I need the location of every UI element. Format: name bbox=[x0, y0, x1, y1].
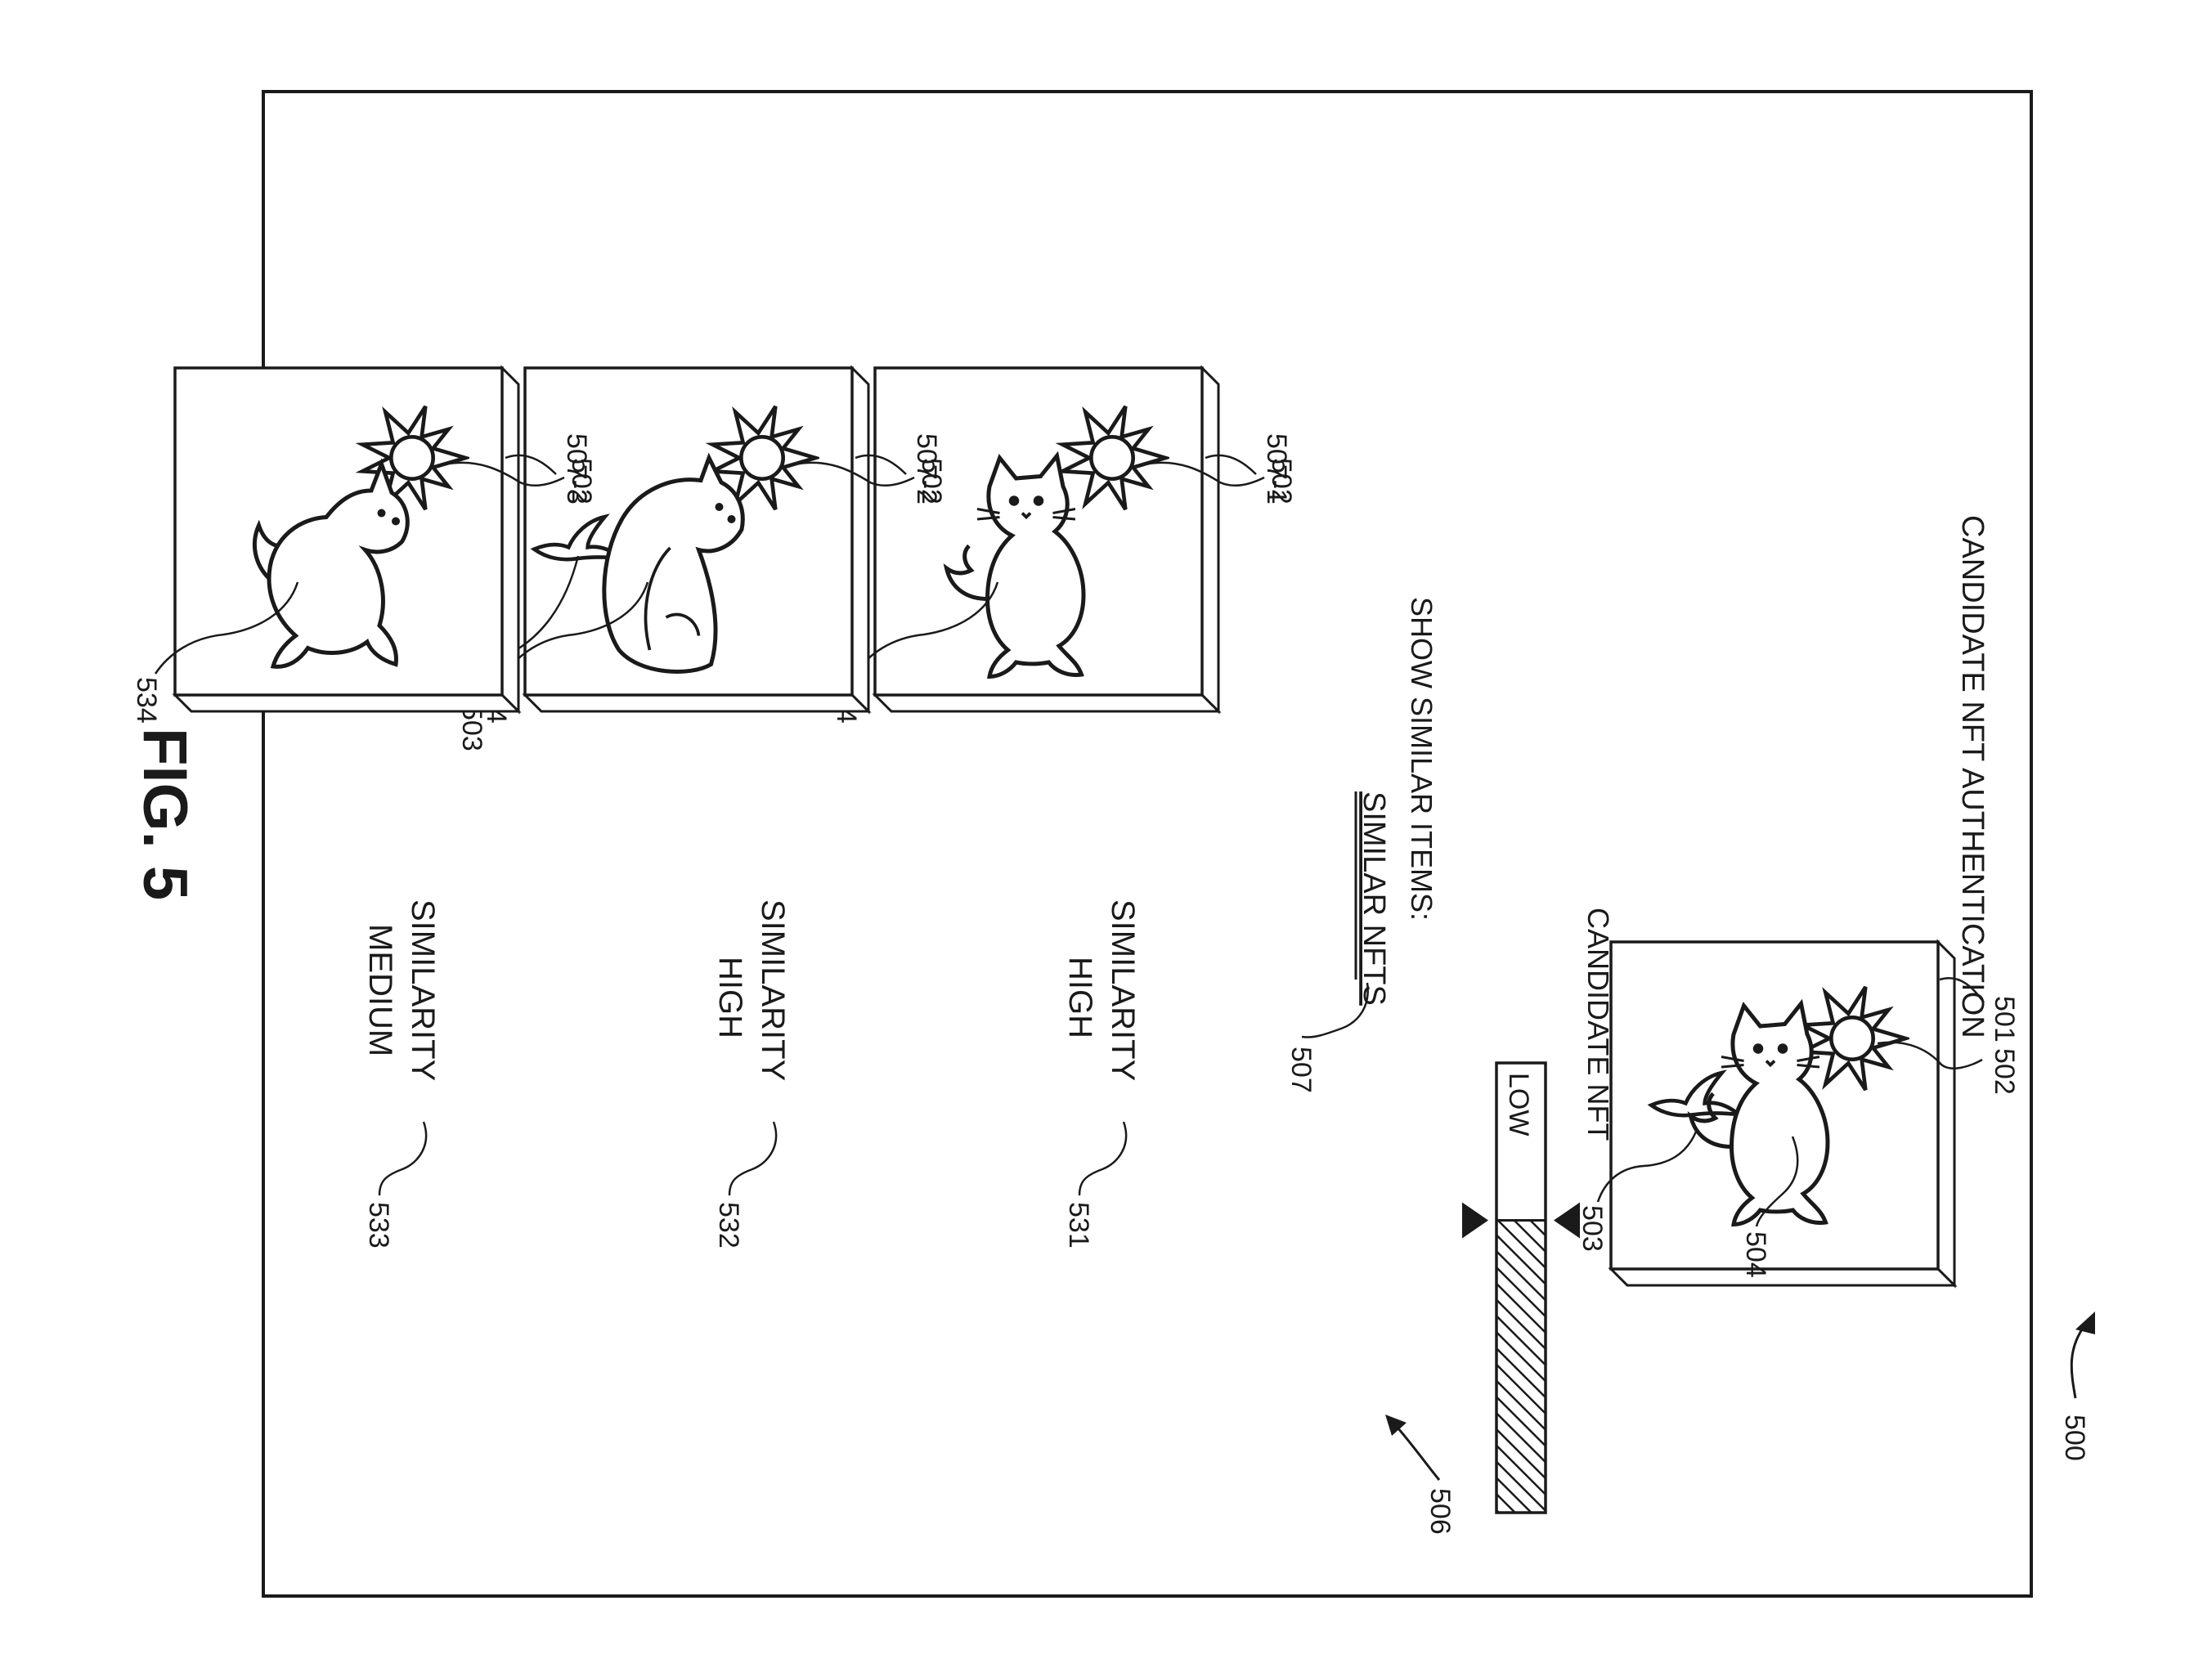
slider-handle[interactable] bbox=[1462, 1202, 1580, 1239]
similarity-ref: 533 bbox=[363, 1202, 394, 1249]
candidate-label: CANDIDATE NFT bbox=[1582, 908, 1615, 1141]
figure-caption: FIG. 5 bbox=[130, 728, 200, 900]
cat-ref: 534 bbox=[131, 677, 162, 724]
sun-ref: 502 bbox=[566, 458, 597, 504]
rotated-figure: 500 CANDIDATE NFT AUTHENTICATION CANDIDA… bbox=[131, 365, 2095, 1535]
slider-ref-arrowhead bbox=[1385, 1415, 1407, 1436]
screen-frame bbox=[262, 90, 2033, 1598]
screen-ref-arrowhead bbox=[2075, 1312, 2095, 1334]
similarity-level: HIGH bbox=[712, 957, 748, 1038]
similarity-slider[interactable]: LOW bbox=[1462, 1061, 1580, 1514]
screen-ref-arrow bbox=[2070, 1324, 2087, 1399]
card-ref: 507-2 bbox=[911, 433, 942, 504]
screen-ref-500: 500 bbox=[2059, 1415, 2090, 1461]
slider-low-label: LOW bbox=[1503, 1073, 1534, 1136]
similarity-level: HIGH bbox=[1062, 957, 1098, 1038]
similarity-label: SIMILARITY bbox=[1105, 899, 1141, 1081]
candidate-bird-ref-503: 503 bbox=[1577, 1205, 1608, 1252]
page-title: CANDIDATE NFT AUTHENTICATION bbox=[1955, 515, 1990, 1038]
similarity-ref: 531 bbox=[1063, 1202, 1094, 1249]
similar-nft-card-1[interactable] bbox=[872, 365, 1222, 715]
similar-nfts-ref-507: 507 bbox=[1285, 1047, 1317, 1093]
similarity-label: SIMILARITY bbox=[405, 899, 441, 1081]
candidate-nft-card[interactable] bbox=[1608, 939, 1958, 1289]
card-ref: 507-1 bbox=[1261, 433, 1292, 504]
similar-nfts-link[interactable]: SIMILAR NFTS bbox=[1357, 791, 1391, 1006]
slider-fill bbox=[1495, 1219, 1547, 1514]
candidate-ref-501: 501 bbox=[1989, 996, 2020, 1042]
similarity-ref: 532 bbox=[713, 1202, 744, 1249]
show-similar-prompt: SHOW SIMILAR ITEMS: bbox=[1405, 597, 1438, 921]
sun-ref: 502 bbox=[916, 458, 947, 504]
similarity-level: MEDIUM bbox=[362, 924, 398, 1056]
similar-nft-card-2[interactable] bbox=[522, 365, 872, 715]
similarity-label: SIMILARITY bbox=[755, 899, 791, 1081]
similar-nft-card-3[interactable] bbox=[172, 365, 522, 715]
candidate-sun-ref-502: 502 bbox=[1989, 1048, 2020, 1095]
sun-ref: 502 bbox=[1266, 458, 1297, 504]
card-ref: 507-3 bbox=[561, 433, 592, 504]
candidate-cat-ref-504: 504 bbox=[1740, 1231, 1771, 1278]
slider-ref-506: 506 bbox=[1425, 1488, 1456, 1535]
